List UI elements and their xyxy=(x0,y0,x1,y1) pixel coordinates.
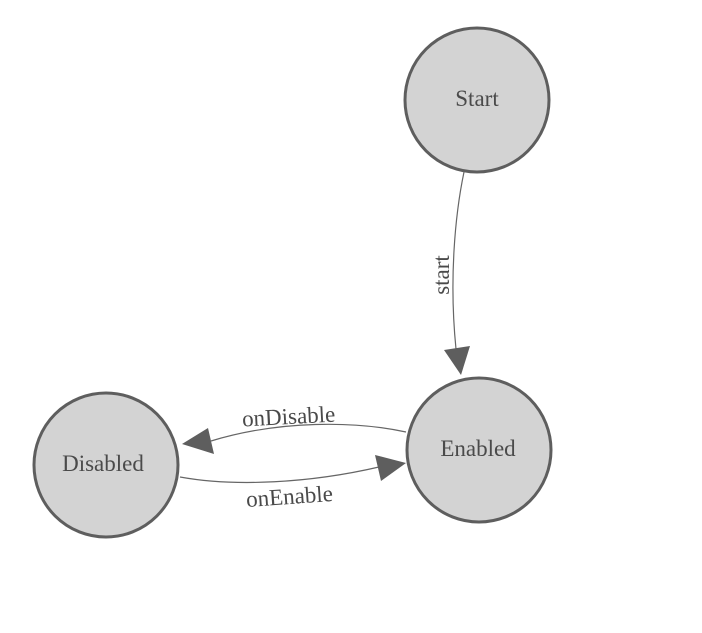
node-start-circle[interactable] xyxy=(403,26,551,174)
arrowhead-into-enabled-from-start xyxy=(444,346,470,375)
edge-start-to-enabled-line xyxy=(452,171,465,350)
edge-label-ondisable: onDisable xyxy=(241,402,335,432)
node-disabled[interactable]: Disabled xyxy=(32,391,180,539)
node-enabled-label: Enabled xyxy=(440,436,516,461)
node-disabled-label: Disabled xyxy=(62,451,144,476)
node-disabled-circle[interactable] xyxy=(32,391,180,539)
node-enabled[interactable]: Enabled xyxy=(405,376,553,524)
edge-label-start: start xyxy=(429,255,454,295)
arrowhead-into-disabled xyxy=(182,428,214,454)
node-start[interactable]: Start xyxy=(403,26,551,174)
edge-label-onenable: onEnable xyxy=(245,481,333,512)
edge-enabled-to-disabled: onDisable xyxy=(182,402,407,454)
node-start-label: Start xyxy=(455,86,499,111)
edge-disabled-to-enabled-line xyxy=(179,466,380,484)
arrowhead-into-enabled-from-disabled xyxy=(375,455,406,481)
node-enabled-circle[interactable] xyxy=(405,376,553,524)
edge-disabled-to-enabled: onEnable xyxy=(179,455,406,512)
edge-start-to-enabled: start xyxy=(429,171,470,375)
edge-enabled-to-disabled-line xyxy=(210,423,407,442)
